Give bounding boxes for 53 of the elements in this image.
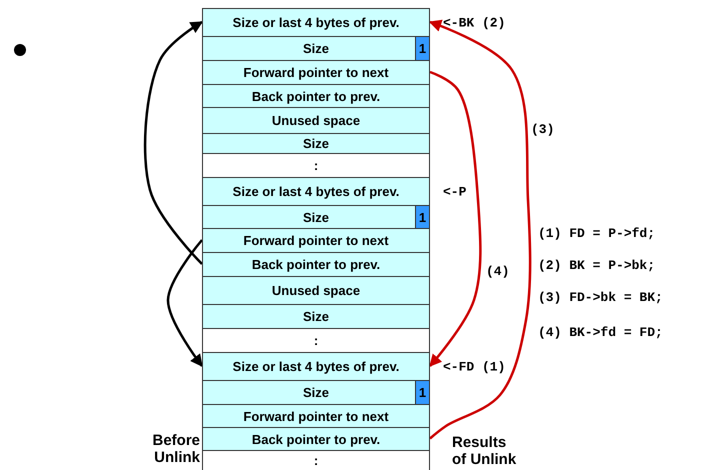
field-label: : [314,158,318,173]
pointer-label: <-BK (2) [443,15,506,30]
memory-row [202,205,430,229]
arrow [429,70,482,367]
arrow [144,20,204,265]
pointer-label: <-P [443,184,466,199]
edge-label: (3) [530,122,556,137]
field-label: Unused space [272,113,360,128]
field-label: Size [302,210,329,224]
memory-row [202,133,430,154]
memory-row [202,404,430,428]
field-label: Size or last 4 bytes of prev. [232,359,400,374]
code-line: (2) BK = P->bk; [538,258,656,273]
flag-bit: 1 [415,36,430,61]
field-label: : [314,333,318,348]
memory-row [202,107,430,134]
flag-bit: 1 [415,380,430,405]
field-label: : [314,453,318,468]
ellipsis-row [202,450,430,470]
flag-bit: 1 [415,205,430,229]
field-label: Size [302,309,329,324]
ellipsis-row [202,328,430,353]
memory-row [202,60,430,85]
memory-row [202,228,430,253]
field-label: Size or last 4 bytes of prev. [232,15,400,30]
caption-text: Before Unlink [151,432,200,466]
arrow [166,239,203,367]
field-label: Size or last 4 bytes of prev. [232,184,400,199]
memory-row [202,36,430,61]
field-label: Size [302,41,329,56]
pointer-label: <-FD (1) [443,359,506,374]
field-label: Forward pointer to next [243,408,389,424]
field-label: Forward pointer to next [243,65,389,80]
field-label: Back pointer to prev. [252,88,380,104]
arrow [428,20,532,440]
memory-row [202,84,430,108]
memory-row [202,304,430,329]
code-line: (1) FD = P->fd; [538,226,656,241]
memory-row [202,276,430,305]
code-line: (4) BK->fd = FD; [538,325,663,340]
field-label: Forward pointer to next [243,233,389,248]
field-label: Size [302,385,329,400]
ellipsis-row [202,153,430,178]
memory-row [202,427,430,451]
caption-text: Results of Unlink [452,434,518,468]
memory-row [202,380,430,405]
code-line: (3) FD->bk = BK; [538,290,663,305]
field-label: Back pointer to prev. [252,257,380,272]
memory-row [202,252,430,277]
field-label: Size [302,136,329,151]
edge-label: (4) [485,264,510,279]
field-label: Back pointer to prev. [252,432,380,446]
field-label: Unused space [272,283,360,298]
